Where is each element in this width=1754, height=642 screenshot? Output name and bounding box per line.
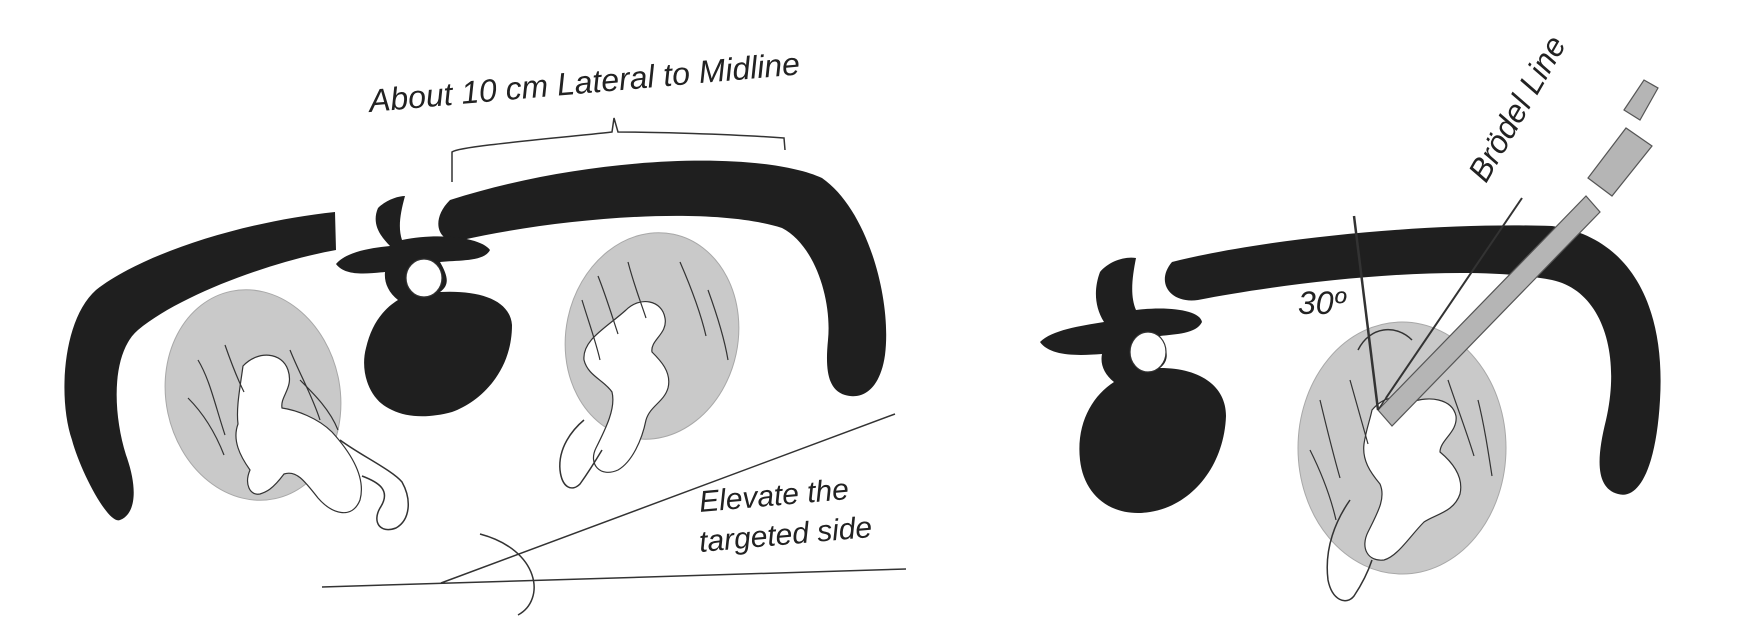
brodel-line-label: Brödel Line — [1461, 29, 1573, 187]
left-kidney — [164, 289, 409, 531]
angle-label: 30º — [1298, 285, 1347, 321]
elevation-angle-indicator — [321, 413, 907, 616]
right-ureter — [559, 419, 603, 489]
right-panel-collecting-system — [1363, 396, 1462, 561]
lateral-distance-label: About 10 cm Lateral to Midline — [365, 45, 801, 119]
right-panel-access-angle: 30º Brödel Line — [1040, 29, 1661, 602]
right-panel-ureter — [1326, 499, 1373, 602]
right-rib — [438, 160, 887, 397]
left-kidney-collecting-system — [235, 354, 362, 514]
access-angle-indicator — [1352, 197, 1523, 411]
elevate-label-line2: targeted side — [698, 511, 874, 559]
lateral-distance-bracket — [451, 117, 786, 182]
left-rib — [64, 212, 337, 521]
right-panel-rib — [1164, 225, 1661, 495]
right-panel-vertebra — [1040, 257, 1226, 513]
right-kidney-collecting-system — [583, 301, 670, 473]
right-kidney — [559, 232, 740, 489]
nephroscope-sheath — [1377, 79, 1659, 427]
left-panel-prone-cross-section: About 10 cm Lateral to Midline Elevate t… — [64, 45, 907, 616]
vertebra — [336, 196, 512, 417]
right-panel-kidney — [1297, 321, 1507, 602]
left-ureter — [339, 439, 409, 531]
elevate-label-line1: Elevate the — [698, 473, 850, 519]
